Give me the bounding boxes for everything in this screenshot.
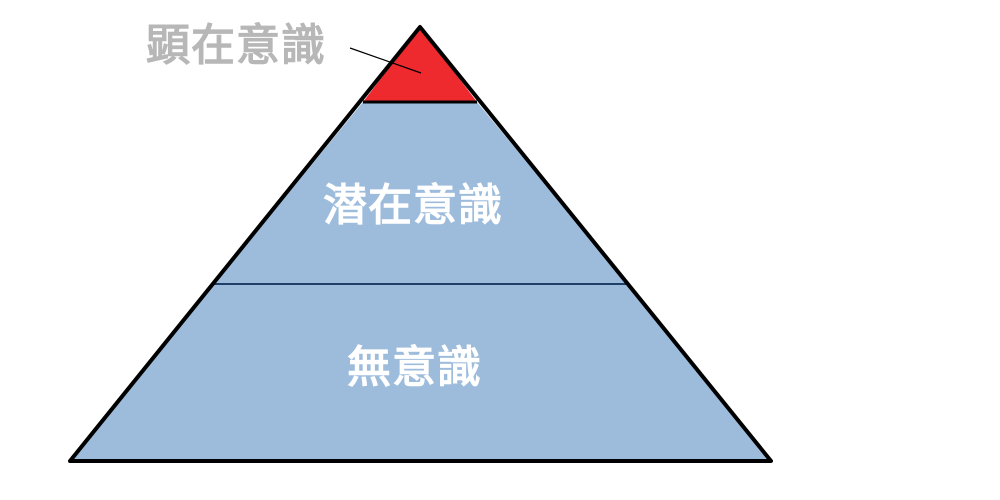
- layer-conscious-shape: [363, 27, 477, 102]
- layer-subconscious-label: 潜在意識: [323, 180, 503, 231]
- pyramid-outline: [68, 25, 773, 463]
- layer-unconscious-label: 無意識: [347, 342, 482, 393]
- layer-subconscious-shape: [214, 102, 628, 284]
- layer-conscious-label: 顕在意識: [146, 20, 326, 71]
- layer-unconscious-shape: [70, 284, 771, 461]
- callout-leader-line: [349, 47, 422, 74]
